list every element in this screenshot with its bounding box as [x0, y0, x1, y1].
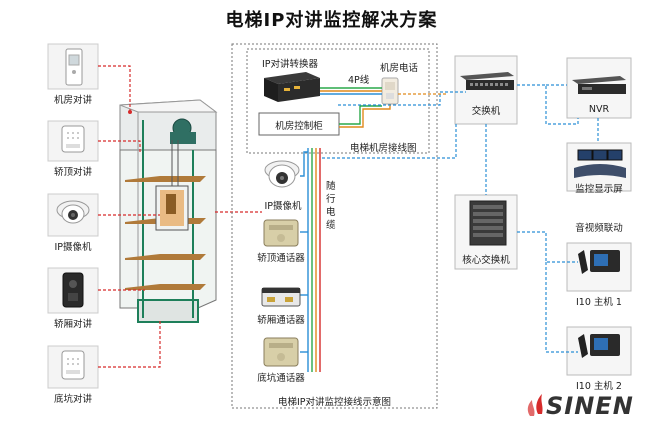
machine-room-wiring: [320, 87, 391, 128]
label-nvr: NVR: [588, 104, 610, 115]
brand-logo: SINEN: [520, 388, 660, 422]
label-host2: I10 主机 2: [576, 381, 622, 392]
label-ip-converter: IP对讲转换器: [262, 59, 319, 70]
label-av-linkage: 音视频联动: [575, 223, 623, 234]
dome-camera-icon: [56, 200, 90, 224]
in-car-intercom-icon: [62, 272, 84, 308]
red-dashed-links: [98, 65, 262, 368]
label-ip-camera-center: IP摄像机: [264, 201, 302, 212]
label-pit-module: 底坑通话器: [257, 373, 305, 384]
label-incar-module: 轿厢通话器: [257, 315, 305, 326]
wall-intercom-icon: [65, 48, 83, 86]
label-4p-wire: 4P线: [348, 75, 370, 86]
logo-text: SINEN: [546, 392, 634, 420]
monitor-wall-icon: [574, 149, 626, 178]
car-top-intercom-icon: [61, 125, 85, 153]
pit-intercom-icon: [61, 350, 85, 380]
label-pit-intercom: 底坑对讲: [53, 394, 92, 405]
center-camera-icon: [264, 160, 300, 188]
label-switch: 交换机: [471, 106, 501, 117]
machine-room-phone-icon: [381, 77, 399, 105]
blue-dashed-links: [322, 84, 599, 353]
label-in-car-intercom: 轿厢对讲: [53, 319, 92, 330]
cartop-module-icon: [263, 219, 299, 247]
host2-icon: [578, 334, 620, 358]
label-core-switch: 核心交换机: [462, 255, 510, 266]
ip-converter-icon: [264, 72, 320, 102]
machine-room-frame: [246, 48, 430, 154]
label-car-top-intercom: 轿顶对讲: [53, 167, 92, 178]
elevator-shaft: [119, 99, 218, 323]
pit-module-icon: [263, 337, 299, 367]
core-switch-icon: [469, 200, 507, 246]
incar-module-icon: [261, 287, 301, 307]
switch-icon: [460, 72, 514, 90]
label-center-caption: 电梯IP对讲监控接线示意图: [277, 397, 392, 408]
label-machine-room-intercom: 机房对讲: [53, 95, 92, 106]
host1-icon: [578, 250, 620, 274]
label-machine-room-phone: 机房电话: [380, 63, 419, 74]
page-title: 电梯IP对讲监控解决方案: [225, 10, 438, 31]
traveling-cable: [300, 148, 321, 372]
label-traveling-cable: 随行电缆: [326, 181, 336, 231]
label-host1: I10 主机 1: [576, 297, 622, 308]
label-cartop-module: 轿顶通话器: [257, 253, 305, 264]
label-control-cabinet: 机房控制柜: [275, 121, 323, 132]
label-machine-room-caption: 电梯机房接线图: [350, 143, 417, 154]
label-monitor: 监控显示屏: [575, 184, 623, 195]
label-ip-camera-left: IP摄像机: [54, 242, 92, 253]
center-frame: [231, 43, 438, 409]
nvr-icon: [572, 76, 626, 94]
